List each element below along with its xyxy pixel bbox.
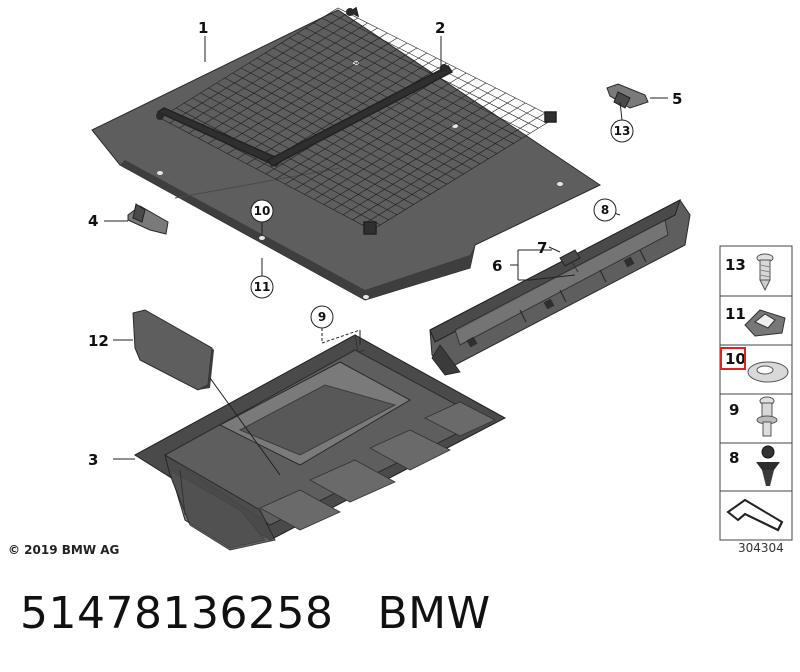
net-mesh-line xyxy=(275,67,457,180)
legend-label-8: 8 xyxy=(729,449,739,467)
callout-2: 2 xyxy=(435,19,445,37)
legend-highlight-10 xyxy=(720,347,746,370)
callout-10: 10 xyxy=(254,204,271,218)
legend-label-11: 11 xyxy=(725,305,746,323)
bracket-part-4 xyxy=(127,203,169,235)
rivet-icon xyxy=(756,445,780,486)
net-mesh-line xyxy=(323,92,506,205)
brand-name: BMW xyxy=(377,588,491,639)
clip-part-7 xyxy=(559,249,581,273)
part-number: 51478136258 xyxy=(20,588,334,639)
leader-lines xyxy=(104,36,668,476)
legend-label-13: 13 xyxy=(725,256,746,274)
legend-label-10: 10 xyxy=(725,350,746,368)
net-mesh-line xyxy=(333,97,516,210)
callout-9: 9 xyxy=(318,310,326,324)
callout-13: 13 xyxy=(614,124,631,138)
callout-1: 1 xyxy=(198,19,208,37)
callout-11: 11 xyxy=(254,280,271,294)
legend-label-9: 9 xyxy=(729,401,739,419)
callout-6: 6 xyxy=(492,257,502,275)
net-mesh-line xyxy=(321,17,539,129)
callout-7: 7 xyxy=(537,239,547,257)
cover-part-12 xyxy=(132,309,214,391)
drawing-number: 304304 xyxy=(738,541,784,555)
storage-tray-part-3 xyxy=(134,334,507,551)
callout-labels: 1 2 3 4 5 6 7 12 8 9 10 11 13 xyxy=(88,19,682,469)
net-mesh-line xyxy=(329,12,547,124)
net-mesh-line xyxy=(352,107,536,221)
net-mesh-line xyxy=(313,22,531,134)
floor-panel-part-1 xyxy=(91,9,602,301)
callout-5: 5 xyxy=(672,90,682,108)
net-mesh-line xyxy=(362,112,546,226)
small-parts-legend: 13 11 10 9 8 xyxy=(719,245,793,541)
net-mesh-line xyxy=(285,72,467,185)
clip-nut-icon xyxy=(744,309,786,337)
luggage-net-part-2 xyxy=(156,6,557,235)
direction-arrow-icon xyxy=(726,498,784,532)
callout-8: 8 xyxy=(601,203,609,217)
screw-icon xyxy=(756,253,774,292)
holder-part-5 xyxy=(606,83,649,109)
callout-4: 4 xyxy=(88,212,98,230)
washer-icon xyxy=(747,361,789,383)
loading-sill-trim-part-8 xyxy=(429,198,691,376)
callout-12: 12 xyxy=(88,332,109,350)
callout-3: 3 xyxy=(88,451,98,469)
copyright-notice: © 2019 BMW AG xyxy=(8,543,120,557)
net-mesh-line xyxy=(304,82,487,195)
net-mesh-line xyxy=(294,77,477,190)
parts-diagram: 1 2 3 4 5 6 7 12 8 9 10 11 13 13 11 10 9… xyxy=(88,6,793,551)
bolt-icon xyxy=(756,396,778,437)
part-footer: 51478136258 BMW xyxy=(20,588,535,639)
net-mesh-line xyxy=(342,102,526,215)
net-mesh-line xyxy=(314,87,496,200)
